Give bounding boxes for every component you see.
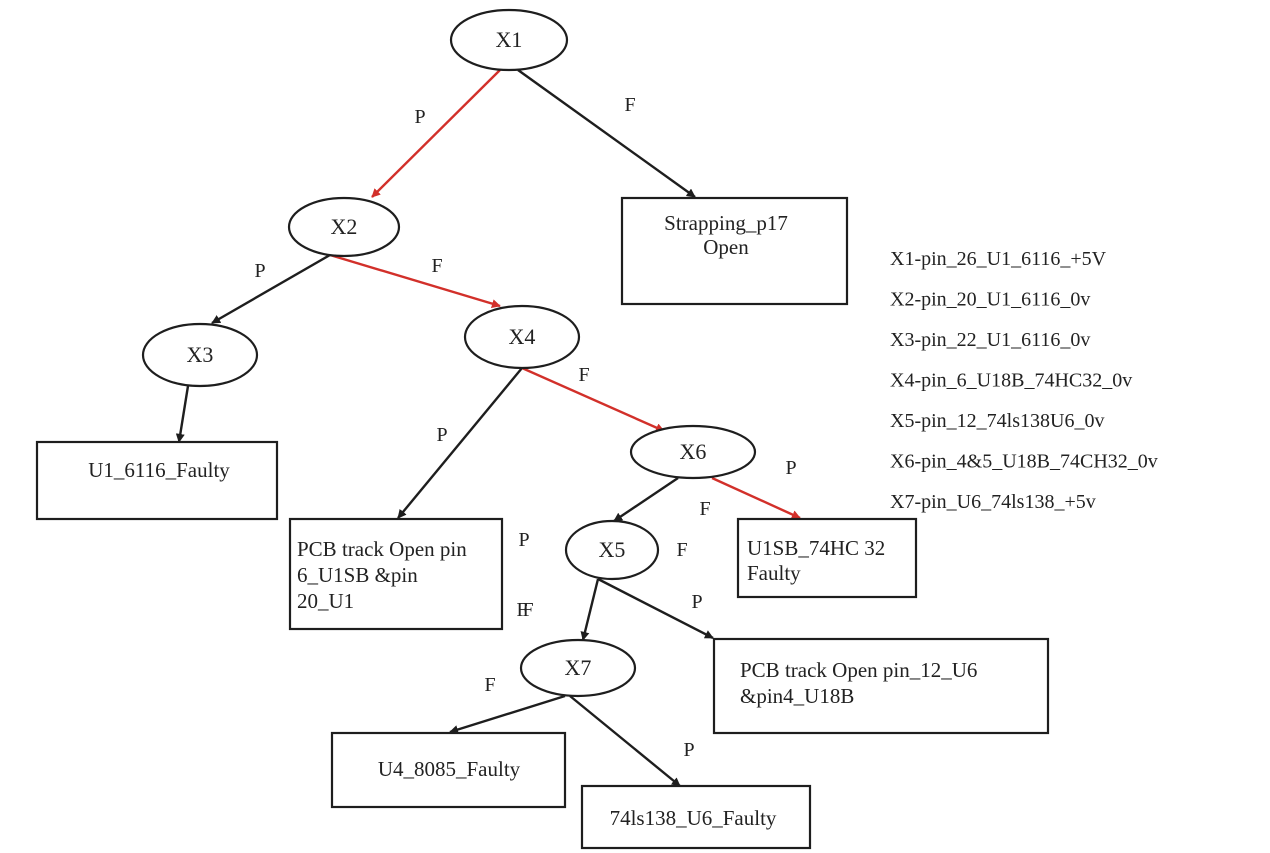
node-label: X4 — [509, 324, 536, 349]
outcome-text-line: Strapping_p17 — [664, 211, 788, 235]
legend-item: X4-pin_6_U18B_74HC32_0v — [890, 370, 1132, 392]
outcome-text-line: 20_U1 — [297, 589, 354, 613]
legend-item: X3-pin_22_U1_6116_0v — [890, 329, 1090, 351]
edge-x2-to-x4 — [329, 253, 501, 308]
outcome-box-u4-faulty: U4_8085_Faulty — [330, 731, 567, 809]
edge-label: F — [624, 94, 635, 116]
edge-label: F — [522, 599, 533, 621]
node-label: X3 — [187, 342, 214, 367]
edge-label: P — [683, 739, 694, 761]
edge-x4-to-x6 — [521, 366, 665, 433]
edge-label: P — [254, 260, 265, 282]
node-label: X1 — [496, 27, 523, 52]
outcome-text-line: 74ls138_U6_Faulty — [610, 806, 777, 830]
outcome-box-frame — [736, 517, 918, 599]
node-label: X6 — [680, 439, 707, 464]
node-x5: X5 — [564, 519, 660, 581]
edge-x7-to-u4-faulty — [449, 694, 566, 734]
node-ellipse — [449, 8, 569, 72]
edge-label: P — [785, 457, 796, 479]
edge-x5-to-x7 — [580, 578, 600, 641]
outcome-text-line: U1_6116_Faulty — [88, 458, 230, 482]
node-x3: X3 — [141, 322, 259, 388]
node-ellipse — [463, 304, 581, 370]
edge-label: P — [436, 424, 447, 446]
outcome-box-frame — [288, 517, 504, 631]
outcome-text-line: U4_8085_Faulty — [378, 757, 521, 781]
node-x4: X4 — [463, 304, 581, 370]
node-ellipse — [141, 322, 259, 388]
outcome-text-line: Faulty — [747, 561, 801, 585]
edge-label: P — [414, 106, 425, 128]
edge-label: P — [691, 591, 702, 613]
stray-edge-label: F — [676, 539, 687, 561]
edge-x1-to-strapping — [517, 69, 696, 198]
edges-layer — [175, 69, 801, 787]
node-x7: X7 — [519, 638, 637, 698]
edge-x6-to-x5 — [613, 477, 679, 522]
legend-item: X2-pin_20_U1_6116_0v — [890, 289, 1090, 311]
node-ellipse — [287, 196, 401, 258]
edge-x3-to-u1-faulty — [175, 385, 190, 443]
outcome-box-pcb-track-2: PCB track Open pin_12_U6&pin4_U18B — [712, 637, 1050, 735]
node-x6: X6 — [629, 424, 757, 480]
edge-label: F — [699, 498, 710, 520]
edge-x7-to-ls138-faulty — [569, 695, 681, 787]
edge-label: F — [431, 255, 442, 277]
node-label: X7 — [565, 655, 592, 680]
outcome-box-ls138-faulty: 74ls138_U6_Faulty — [580, 784, 812, 850]
legend-item: X7-pin_U6_74ls138_+5v — [890, 491, 1096, 513]
node-ellipse — [629, 424, 757, 480]
outcome-box-frame — [35, 440, 279, 521]
legend: X1-pin_26_U1_6116_+5V X2-pin_20_U1_6116_0… — [890, 248, 1158, 513]
legend-item: X1-pin_26_U1_6116_+5V — [890, 248, 1107, 270]
outcome-text-line: PCB track Open pin — [297, 537, 467, 561]
outcome-text-line: 6_U1SB &pin — [297, 563, 418, 587]
node-ellipse — [519, 638, 637, 698]
node-label: X5 — [599, 537, 626, 562]
outcome-box-frame — [580, 784, 812, 850]
legend-item: X5-pin_12_74ls138U6_0v — [890, 410, 1104, 432]
node-x2: X2 — [287, 196, 401, 258]
outcome-box-u1-faulty: U1_6116_Faulty — [35, 440, 279, 521]
node-label: X2 — [331, 214, 358, 239]
stray-edge-label: F — [516, 599, 527, 621]
edge-x6-to-u1sb-faulty — [711, 476, 801, 520]
outcome-text-line: PCB track Open pin_12_U6 — [740, 658, 977, 682]
stray-edge-label: P — [518, 529, 529, 551]
outcome-box-frame — [712, 637, 1050, 735]
edge-x5-to-pcb-track-2 — [597, 577, 714, 640]
legend-item: X6-pin_4&5_U18B_74CH32_0v — [890, 451, 1158, 473]
outcome-box-frame — [620, 196, 849, 306]
outcome-text-line: Open — [703, 235, 749, 259]
edge-x4-to-pcb-track-1 — [397, 367, 523, 519]
node-x1: X1 — [449, 8, 569, 72]
edge-x1-to-x2 — [371, 69, 501, 198]
outcome-text-line: U1SB_74HC 32 — [747, 536, 885, 560]
outcome-text-line: &pin4_U18B — [740, 684, 854, 708]
node-ellipse — [564, 519, 660, 581]
edge-label: F — [484, 674, 495, 696]
edge-x2-to-x3 — [211, 253, 331, 325]
edge-label: F — [578, 364, 589, 386]
outcome-box-frame — [330, 731, 567, 809]
